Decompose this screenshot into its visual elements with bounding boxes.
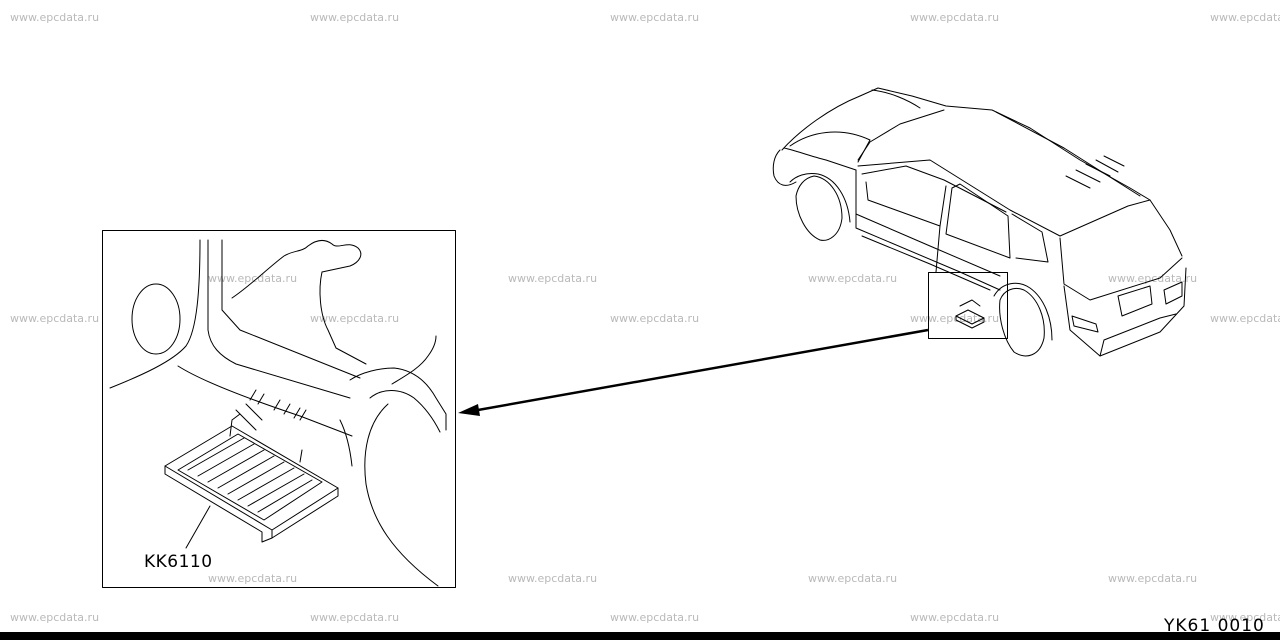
diagram-reference-code: YK61 0010	[1163, 616, 1265, 636]
rear-bumper	[1099, 313, 1177, 357]
quarter-window	[1011, 213, 1049, 263]
tail-light-left	[1071, 315, 1099, 333]
door-opening-edge	[109, 239, 201, 389]
watermark: www.epcdata.ru	[1210, 11, 1280, 24]
watermark: www.epcdata.ru	[508, 572, 597, 585]
pillar-inner-edge	[207, 239, 351, 399]
roof-front-edge	[857, 109, 945, 161]
front-wheel	[795, 175, 843, 241]
watermark: www.epcdata.ru	[508, 272, 597, 285]
side-character-line	[855, 213, 1001, 277]
watermark: www.epcdata.ru	[310, 611, 399, 624]
watermark: www.epcdata.ru	[808, 272, 897, 285]
watermark: www.epcdata.ru	[808, 572, 897, 585]
front-fender	[772, 149, 797, 186]
front-wheel-arch	[789, 173, 851, 223]
belt-line	[857, 159, 1061, 237]
detail-inset: KK6110	[102, 230, 456, 588]
rear-wheel-arch	[993, 282, 1053, 341]
arrow-head	[458, 404, 480, 416]
watermark: www.epcdata.ru	[910, 11, 999, 24]
windshield-frame	[789, 131, 871, 163]
window-top-line	[861, 165, 1007, 213]
watermark: www.epcdata.ru	[1108, 572, 1197, 585]
pillar-rear-edge	[221, 239, 361, 379]
callout-arrow	[458, 328, 929, 416]
sill-hatch-marks	[249, 389, 307, 421]
roof-rear-lines	[1065, 155, 1125, 189]
roof-rack-front	[871, 89, 921, 109]
windshield-top	[781, 95, 861, 151]
rear-step-part	[164, 413, 339, 543]
rear-gate-outline	[1059, 199, 1183, 257]
watermark: www.epcdata.ru	[910, 611, 999, 624]
bracket-lines	[235, 403, 263, 431]
location-highlight-box	[928, 272, 1008, 339]
sill-end-edge	[339, 419, 353, 467]
rear-door-window	[945, 183, 1011, 259]
step-side-edge	[271, 487, 339, 539]
tailgate	[1063, 267, 1187, 357]
body-side-lower	[855, 169, 1001, 291]
fender-arch-inner	[369, 390, 441, 433]
seat-side-edge	[319, 271, 367, 365]
detail-frame	[102, 230, 456, 588]
watermark: www.epcdata.ru	[10, 312, 99, 325]
step-tread-ribs	[187, 437, 313, 513]
rear-window	[1059, 237, 1183, 301]
sill-lower-line	[177, 365, 353, 437]
watermark: www.epcdata.ru	[1210, 611, 1280, 624]
front-door-window	[865, 181, 947, 227]
rocker-line	[861, 235, 991, 291]
watermark: www.epcdata.ru	[208, 572, 297, 585]
step-mount-left	[229, 413, 241, 437]
step-location-bracket	[959, 299, 981, 307]
wheel-arch-curve	[364, 403, 439, 587]
license-plate	[1117, 285, 1153, 317]
hood-line	[783, 147, 857, 171]
rear-wheel	[999, 287, 1045, 357]
tail-light-right	[1163, 281, 1183, 305]
arrow-shaft	[477, 328, 929, 412]
watermark: www.epcdata.ru	[610, 11, 699, 24]
step-mount-right	[299, 449, 303, 463]
step-front-edge	[164, 465, 273, 543]
watermark: www.epcdata.ru	[208, 272, 297, 285]
roof-rack-rail	[995, 111, 1141, 197]
watermark-layer: www.epcdata.ru www.epcdata.ru www.epcdat…	[10, 11, 1280, 624]
watermark: www.epcdata.ru	[610, 611, 699, 624]
watermark: www.epcdata.ru	[910, 312, 999, 325]
watermark: www.epcdata.ru	[1108, 272, 1197, 285]
roof-outline	[859, 87, 1151, 201]
step-inner-rim	[177, 433, 323, 521]
watermark: www.epcdata.ru	[10, 11, 99, 24]
watermark: www.epcdata.ru	[1210, 312, 1280, 325]
part-leader-line	[185, 505, 211, 549]
watermark: www.epcdata.ru	[310, 11, 399, 24]
watermark: www.epcdata.ru	[310, 312, 399, 325]
step-location-edge	[955, 315, 985, 329]
seat-outline	[231, 239, 362, 299]
watermark: www.epcdata.ru	[610, 312, 699, 325]
bottom-bar	[0, 632, 1280, 640]
fuel-lid-opening	[131, 283, 181, 355]
watermark: www.epcdata.ru	[10, 611, 99, 624]
part-number-label[interactable]: KK6110	[144, 552, 213, 572]
quarter-panel-edge	[391, 335, 437, 385]
vehicle-overview	[772, 87, 1187, 357]
fender-arch-outer	[349, 367, 447, 431]
